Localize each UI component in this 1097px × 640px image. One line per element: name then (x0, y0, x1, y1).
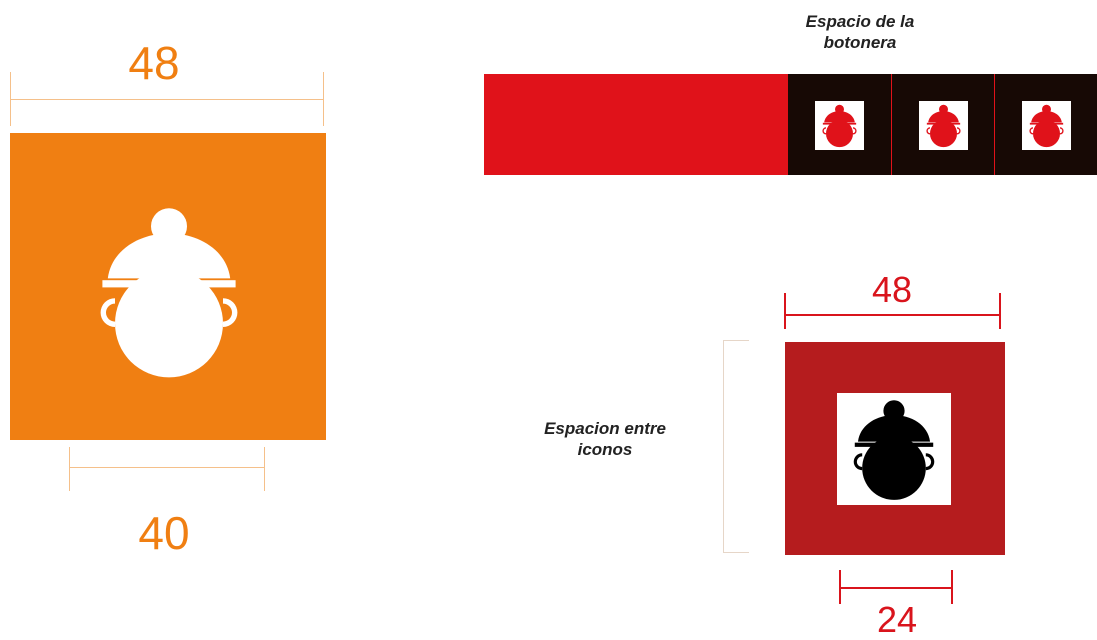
icon-label-right: 24 (876, 599, 918, 640)
pot-icon (841, 396, 947, 502)
width-label-left: 48 (128, 37, 180, 89)
red-icon-tile (785, 342, 1005, 555)
toolbar-button[interactable] (995, 74, 1097, 175)
toolbar-bar (484, 74, 1097, 175)
pot-icon (817, 103, 862, 148)
toolbar-button[interactable] (892, 74, 994, 175)
icon-label-left: 40 (138, 507, 190, 559)
icon-area (837, 393, 951, 505)
width-label-right: 48 (871, 269, 913, 310)
toolbar-button[interactable] (788, 74, 891, 175)
pot-icon (1024, 103, 1069, 148)
pot-icon (79, 196, 259, 386)
spacing-caption: Espacion entre iconos (544, 419, 666, 460)
toolbar-caption: Espacio de la botonera (805, 12, 915, 53)
orange-icon-tile (10, 133, 326, 440)
pot-icon (921, 103, 966, 148)
